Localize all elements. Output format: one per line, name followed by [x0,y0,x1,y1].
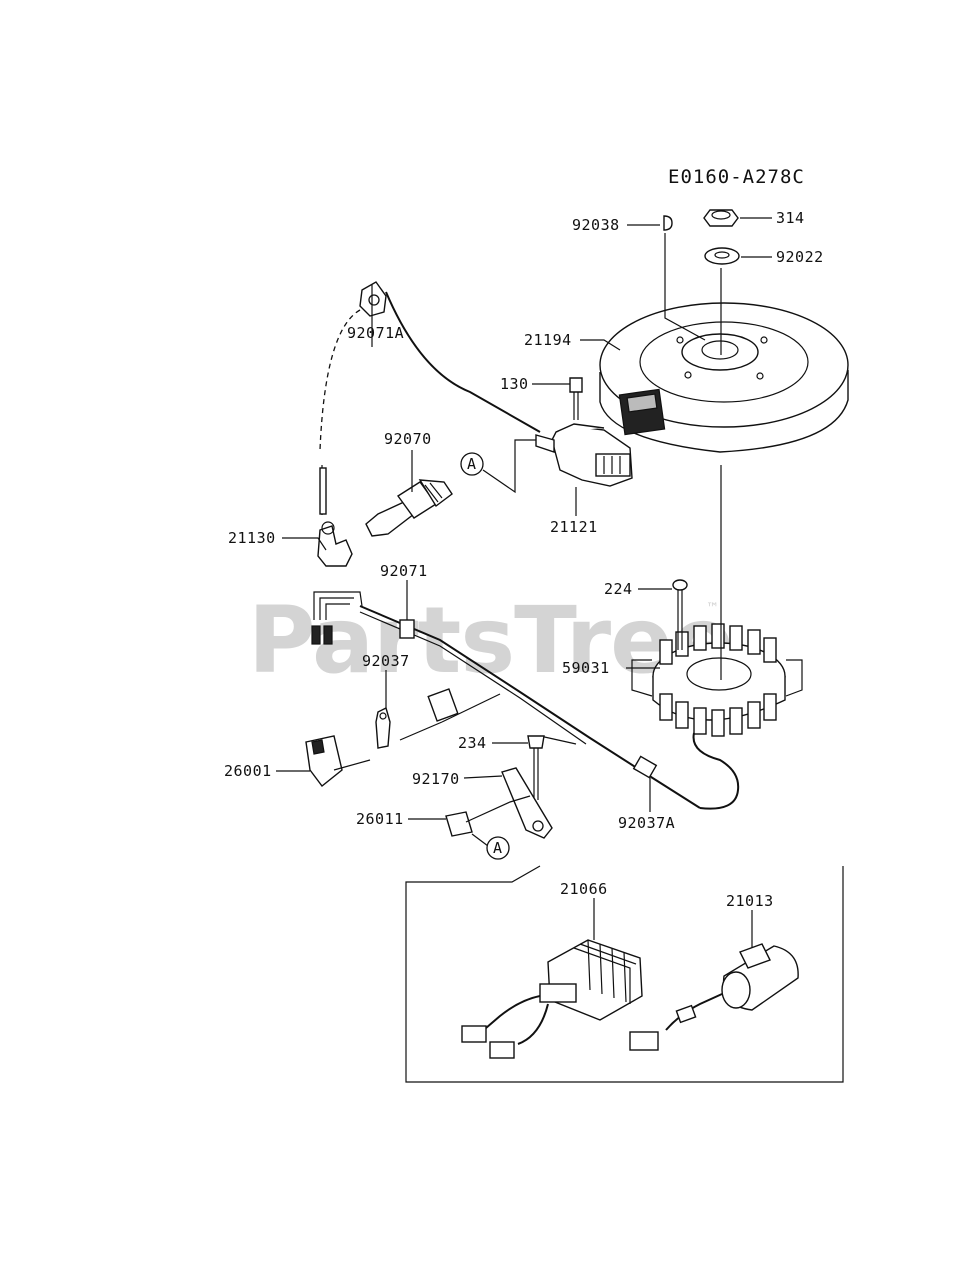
callout-a-lower[interactable] [486,836,510,860]
label-92071[interactable]: 92071 [380,562,428,580]
washer-part[interactable] [704,247,740,265]
callout-a-upper[interactable] [460,452,484,476]
spark-plug-part[interactable] [365,479,453,537]
label-21121[interactable]: 21121 [550,518,598,536]
optional-parts-box [405,865,844,1083]
regulator-part[interactable] [461,939,643,1059]
svg-text:A: A [467,455,477,473]
wiring-harness-part[interactable] [311,591,701,809]
label-92071A[interactable]: 92071A [347,324,404,342]
label-26001[interactable]: 26001 [224,762,272,780]
diagram-code: E0160-A278C [668,166,805,188]
nut-part[interactable] [703,209,739,227]
ground-lead-part[interactable] [501,767,553,839]
label-92037A[interactable]: 92037A [618,814,675,832]
label-21130[interactable]: 21130 [228,529,276,547]
plug-cap-92071A-part[interactable] [359,281,387,317]
label-59031[interactable]: 59031 [562,659,610,677]
label-92170[interactable]: 92170 [412,770,460,788]
label-92022[interactable]: 92022 [776,248,824,266]
label-92038[interactable]: 92038 [572,216,620,234]
label-21013[interactable]: 21013 [726,892,774,910]
label-21066[interactable]: 21066 [560,880,608,898]
key-part[interactable] [663,215,673,231]
terminal-26001-part[interactable] [305,735,371,787]
bolt-224-part[interactable] [672,579,688,650]
terminal-92037-part[interactable] [375,706,391,749]
ignition-coil-part[interactable] [535,423,633,487]
label-21194[interactable]: 21194 [524,331,572,349]
ht-lead-part[interactable] [319,467,327,515]
svg-text:A: A [493,839,503,857]
label-314[interactable]: 314 [776,209,805,227]
capacitor-part[interactable] [629,943,799,1051]
plug-boot-part[interactable] [317,521,353,567]
trademark-symbol: ™ [706,601,719,616]
label-234[interactable]: 234 [458,734,487,752]
stator-part[interactable] [631,623,803,737]
bolt-234-part[interactable] [527,735,545,800]
bolt-130-part[interactable] [569,377,583,420]
label-224[interactable]: 224 [604,580,633,598]
label-130[interactable]: 130 [500,375,529,393]
connector-26011-part[interactable] [445,795,531,837]
label-26011[interactable]: 26011 [356,810,404,828]
flywheel-part[interactable] [599,302,849,453]
label-92070[interactable]: 92070 [384,430,432,448]
label-92037[interactable]: 92037 [362,652,410,670]
